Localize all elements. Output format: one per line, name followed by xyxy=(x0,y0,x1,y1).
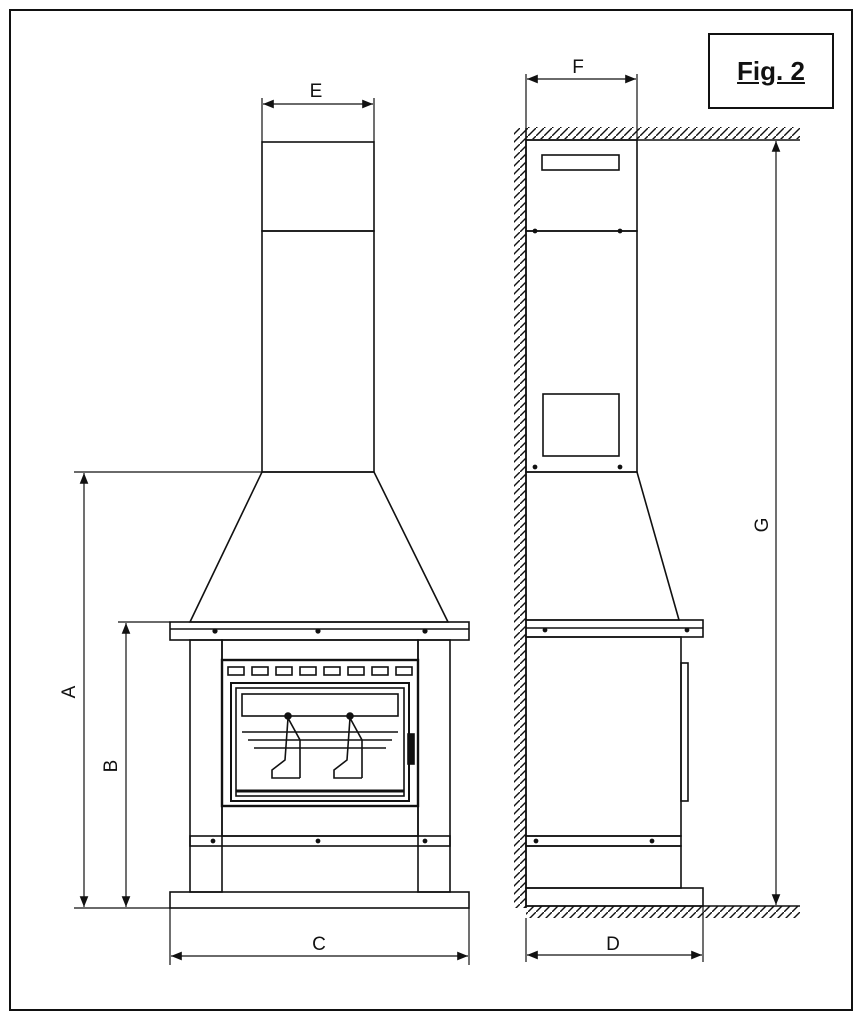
front-view xyxy=(169,141,470,909)
front-firebox xyxy=(220,639,420,837)
front-hood xyxy=(188,471,450,623)
side-plinth xyxy=(525,845,682,889)
front-lower-band xyxy=(189,835,451,847)
side-chimney-top xyxy=(525,139,638,232)
front-base xyxy=(169,891,470,909)
front-right-pillar xyxy=(417,639,451,893)
dim-label-g: G xyxy=(752,518,773,533)
dim-label-d: D xyxy=(606,934,620,955)
side-door-profile xyxy=(680,662,689,802)
dim-label-f: F xyxy=(572,57,584,78)
front-chimney xyxy=(261,141,375,473)
outer-frame xyxy=(9,9,853,1011)
front-dimensions xyxy=(74,98,470,965)
side-vent-grille xyxy=(541,154,620,171)
dim-label-b: B xyxy=(101,760,122,773)
side-view xyxy=(525,139,704,907)
side-dimensions xyxy=(525,74,781,962)
dim-label-c: C xyxy=(312,934,326,955)
side-access-panel xyxy=(542,393,620,457)
figure-label-box: Fig. 2 xyxy=(708,33,834,109)
side-body xyxy=(525,636,682,837)
front-mantel xyxy=(169,621,470,641)
dim-label-a: A xyxy=(59,685,80,698)
dim-label-e: E xyxy=(310,81,323,102)
side-base xyxy=(525,887,704,907)
side-hood xyxy=(525,471,681,621)
side-mantel xyxy=(525,619,704,638)
front-left-pillar xyxy=(189,639,223,893)
figure-label: Fig. 2 xyxy=(737,55,805,86)
side-lower-band xyxy=(525,835,682,847)
